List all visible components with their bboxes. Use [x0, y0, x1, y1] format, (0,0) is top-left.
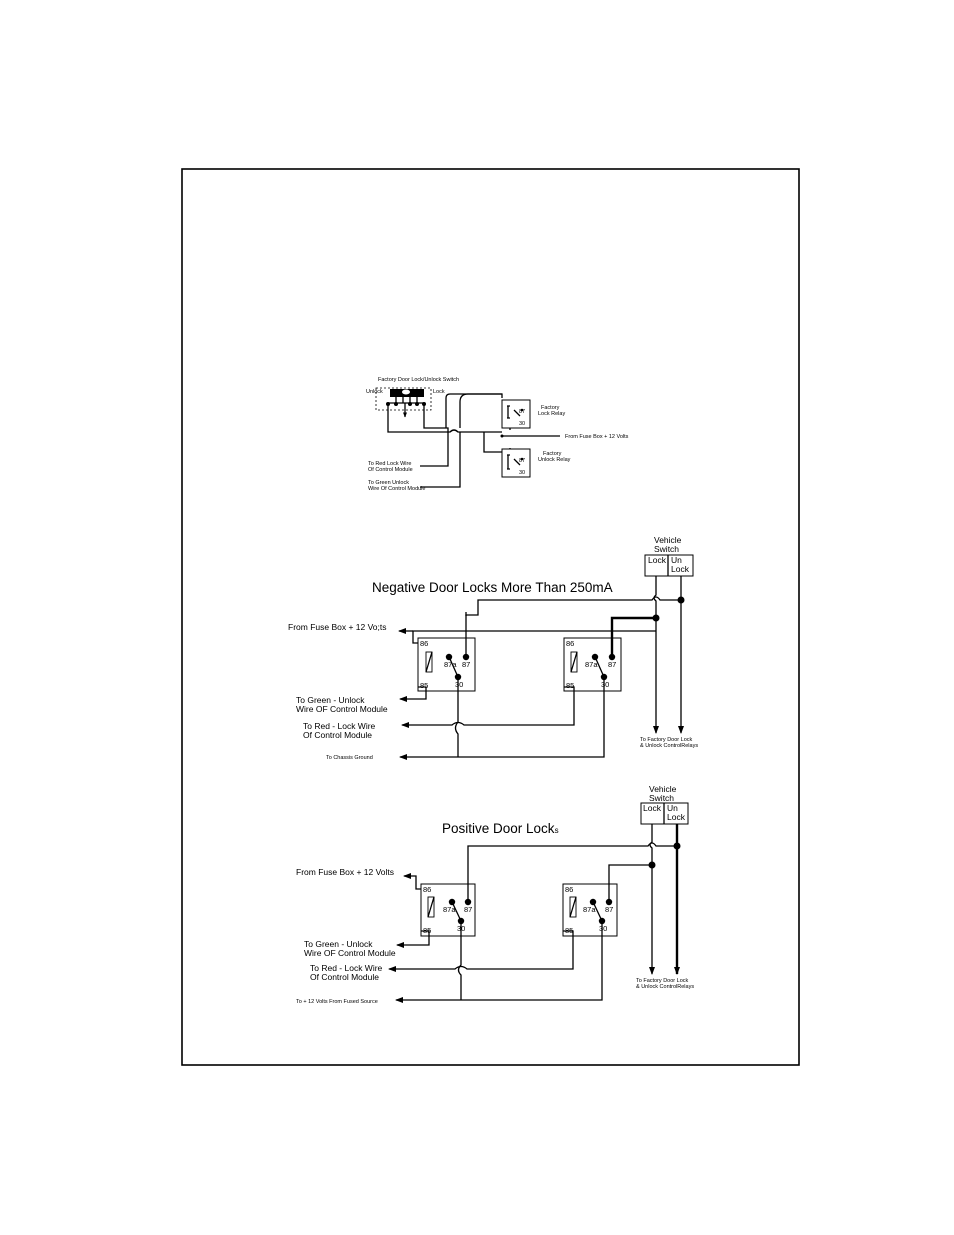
negative-title: Negative Door Locks More Than 250mA: [372, 580, 613, 595]
svg-text:86: 86: [423, 885, 431, 894]
svg-text:87: 87: [464, 905, 472, 914]
svg-text:86: 86: [420, 639, 428, 648]
svg-text:85: 85: [420, 681, 428, 690]
positive-fuse-label: From Fuse Box + 12 Volts: [296, 867, 394, 877]
factory-switch-title: Factory Door Lock/Unlock Switch: [378, 377, 459, 383]
svg-text:87a: 87a: [583, 905, 596, 914]
svg-text:30: 30: [601, 680, 609, 689]
switch-outline: [375, 387, 432, 411]
switch-unlock-label: Unlock: [366, 389, 383, 395]
svg-text:86: 86: [566, 639, 574, 648]
switch-rocker-button: [402, 389, 410, 395]
factory-lock-relay: [501, 399, 531, 429]
positive-factory-relays-label: To Factory Door Lock& Unlock ControlRela…: [636, 978, 694, 990]
negative-switch-lock: Lock: [648, 555, 667, 565]
svg-text:30: 30: [455, 680, 463, 689]
fuse-box-label-top: From Fuse Box + 12 Volts: [565, 434, 629, 440]
svg-text:87: 87: [462, 660, 470, 669]
positive-switch-lock: Lock: [643, 803, 662, 813]
svg-text:87: 87: [608, 660, 616, 669]
positive-relay-2-internals: 86 85 87a 87 30: [565, 885, 613, 935]
switch-lock-label: Lock: [433, 389, 445, 395]
negative-relay-1-internals: 86 85 87a 87 30: [420, 639, 470, 690]
factory-switch-diagram: Factory Door Lock/Unlock Switch Unlock L…: [366, 377, 629, 492]
svg-text:87: 87: [605, 905, 613, 914]
unlock-relay-pin-87: 87: [519, 458, 525, 464]
svg-text:87a: 87a: [443, 905, 456, 914]
svg-text:87a: 87a: [444, 660, 457, 669]
svg-text:85: 85: [566, 681, 574, 690]
factory-unlock-relay: [501, 448, 531, 478]
negative-factory-relays-label: To Factory Door Lock& Unlock ControlRela…: [640, 737, 698, 749]
negative-door-locks-diagram: Negative Door Locks More Than 250mA Vehi…: [288, 535, 698, 761]
svg-text:30: 30: [599, 924, 607, 933]
negative-ground-label: To Chassis Ground: [326, 755, 373, 761]
negative-vehicle-switch: [644, 554, 694, 577]
page-border: [181, 168, 800, 1066]
unlock-relay-pin-30: 30: [519, 470, 525, 476]
negative-fuse-label: From Fuse Box + 12 Vo;ts: [288, 622, 387, 632]
svg-text:86: 86: [565, 885, 573, 894]
lock-relay-pin-87: 87: [519, 409, 525, 415]
svg-text:87a: 87a: [585, 660, 598, 669]
positive-title: Positive Door Locks: [442, 821, 559, 836]
positive-source-label: To + 12 Volts From Fused Source: [296, 999, 378, 1005]
lock-relay-pin-30: 30: [519, 421, 525, 427]
negative-relay-2-internals: 86 85 87a 87 30: [566, 639, 616, 690]
